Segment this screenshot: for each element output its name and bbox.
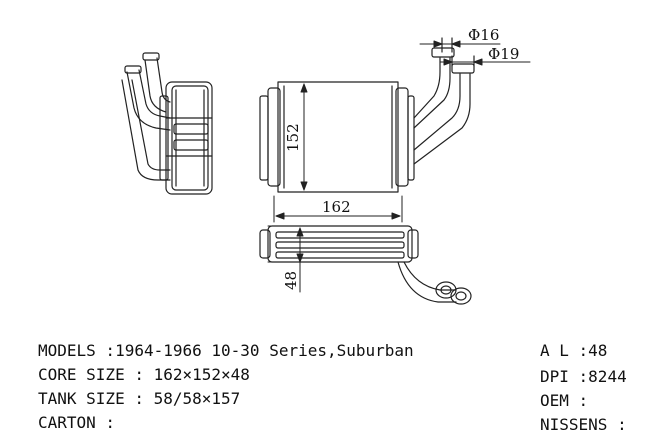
spec-separator: :: [124, 365, 154, 384]
spec-label: CORE SIZE: [38, 365, 125, 384]
spec-row-oem: OEM :: [540, 391, 588, 411]
spec-row-carton: CARTON :: [38, 413, 115, 433]
spec-separator: :: [568, 367, 589, 386]
core-depth-label: 48: [282, 271, 300, 290]
core-height-label: 152: [284, 123, 302, 152]
spec-value: 48: [588, 341, 608, 360]
dimension-lines: [267, 40, 531, 293]
spec-row-tank-size: TANK SIZE : 58/58×157: [38, 389, 240, 409]
spec-value: 8244: [588, 367, 627, 386]
core-width-label: 162: [322, 198, 351, 216]
spec-row-dpi: DPI :8244: [540, 367, 627, 387]
spec-label: A L: [540, 341, 569, 360]
spec-row-al: A L :48: [540, 341, 607, 361]
front-view: [259, 37, 475, 193]
spec-value: 58/58×157: [153, 389, 241, 408]
spec-label: MODELS: [38, 341, 96, 360]
spec-label: DPI: [540, 367, 569, 386]
spec-row-core-size: CORE SIZE : 162×152×48: [38, 365, 250, 385]
spec-row-models: MODELS :1964-1966 10-30 Series,Suburban: [38, 341, 414, 361]
spec-separator: :: [124, 389, 154, 408]
bottom-view: [259, 225, 472, 305]
spec-label: NISSENS: [540, 415, 608, 434]
spec-label: CARTON: [38, 413, 96, 432]
spec-separator: :: [607, 415, 627, 434]
spec-label: TANK SIZE: [38, 389, 125, 408]
spec-value: 1964-1966 10-30 Series,Suburban: [115, 341, 414, 360]
spec-separator: :: [95, 413, 116, 432]
tube-inner-diameter-label: Φ16: [468, 26, 499, 44]
spec-row-nissens: NISSENS :: [540, 415, 627, 435]
spec-separator: :: [568, 341, 589, 360]
spec-label: OEM: [540, 391, 569, 410]
spec-separator: :: [95, 341, 116, 360]
tube-outer-diameter-label: Φ19: [488, 45, 519, 63]
spec-separator: :: [568, 391, 589, 410]
spec-value: 162×152×48: [153, 365, 250, 384]
side-view: [121, 52, 213, 195]
